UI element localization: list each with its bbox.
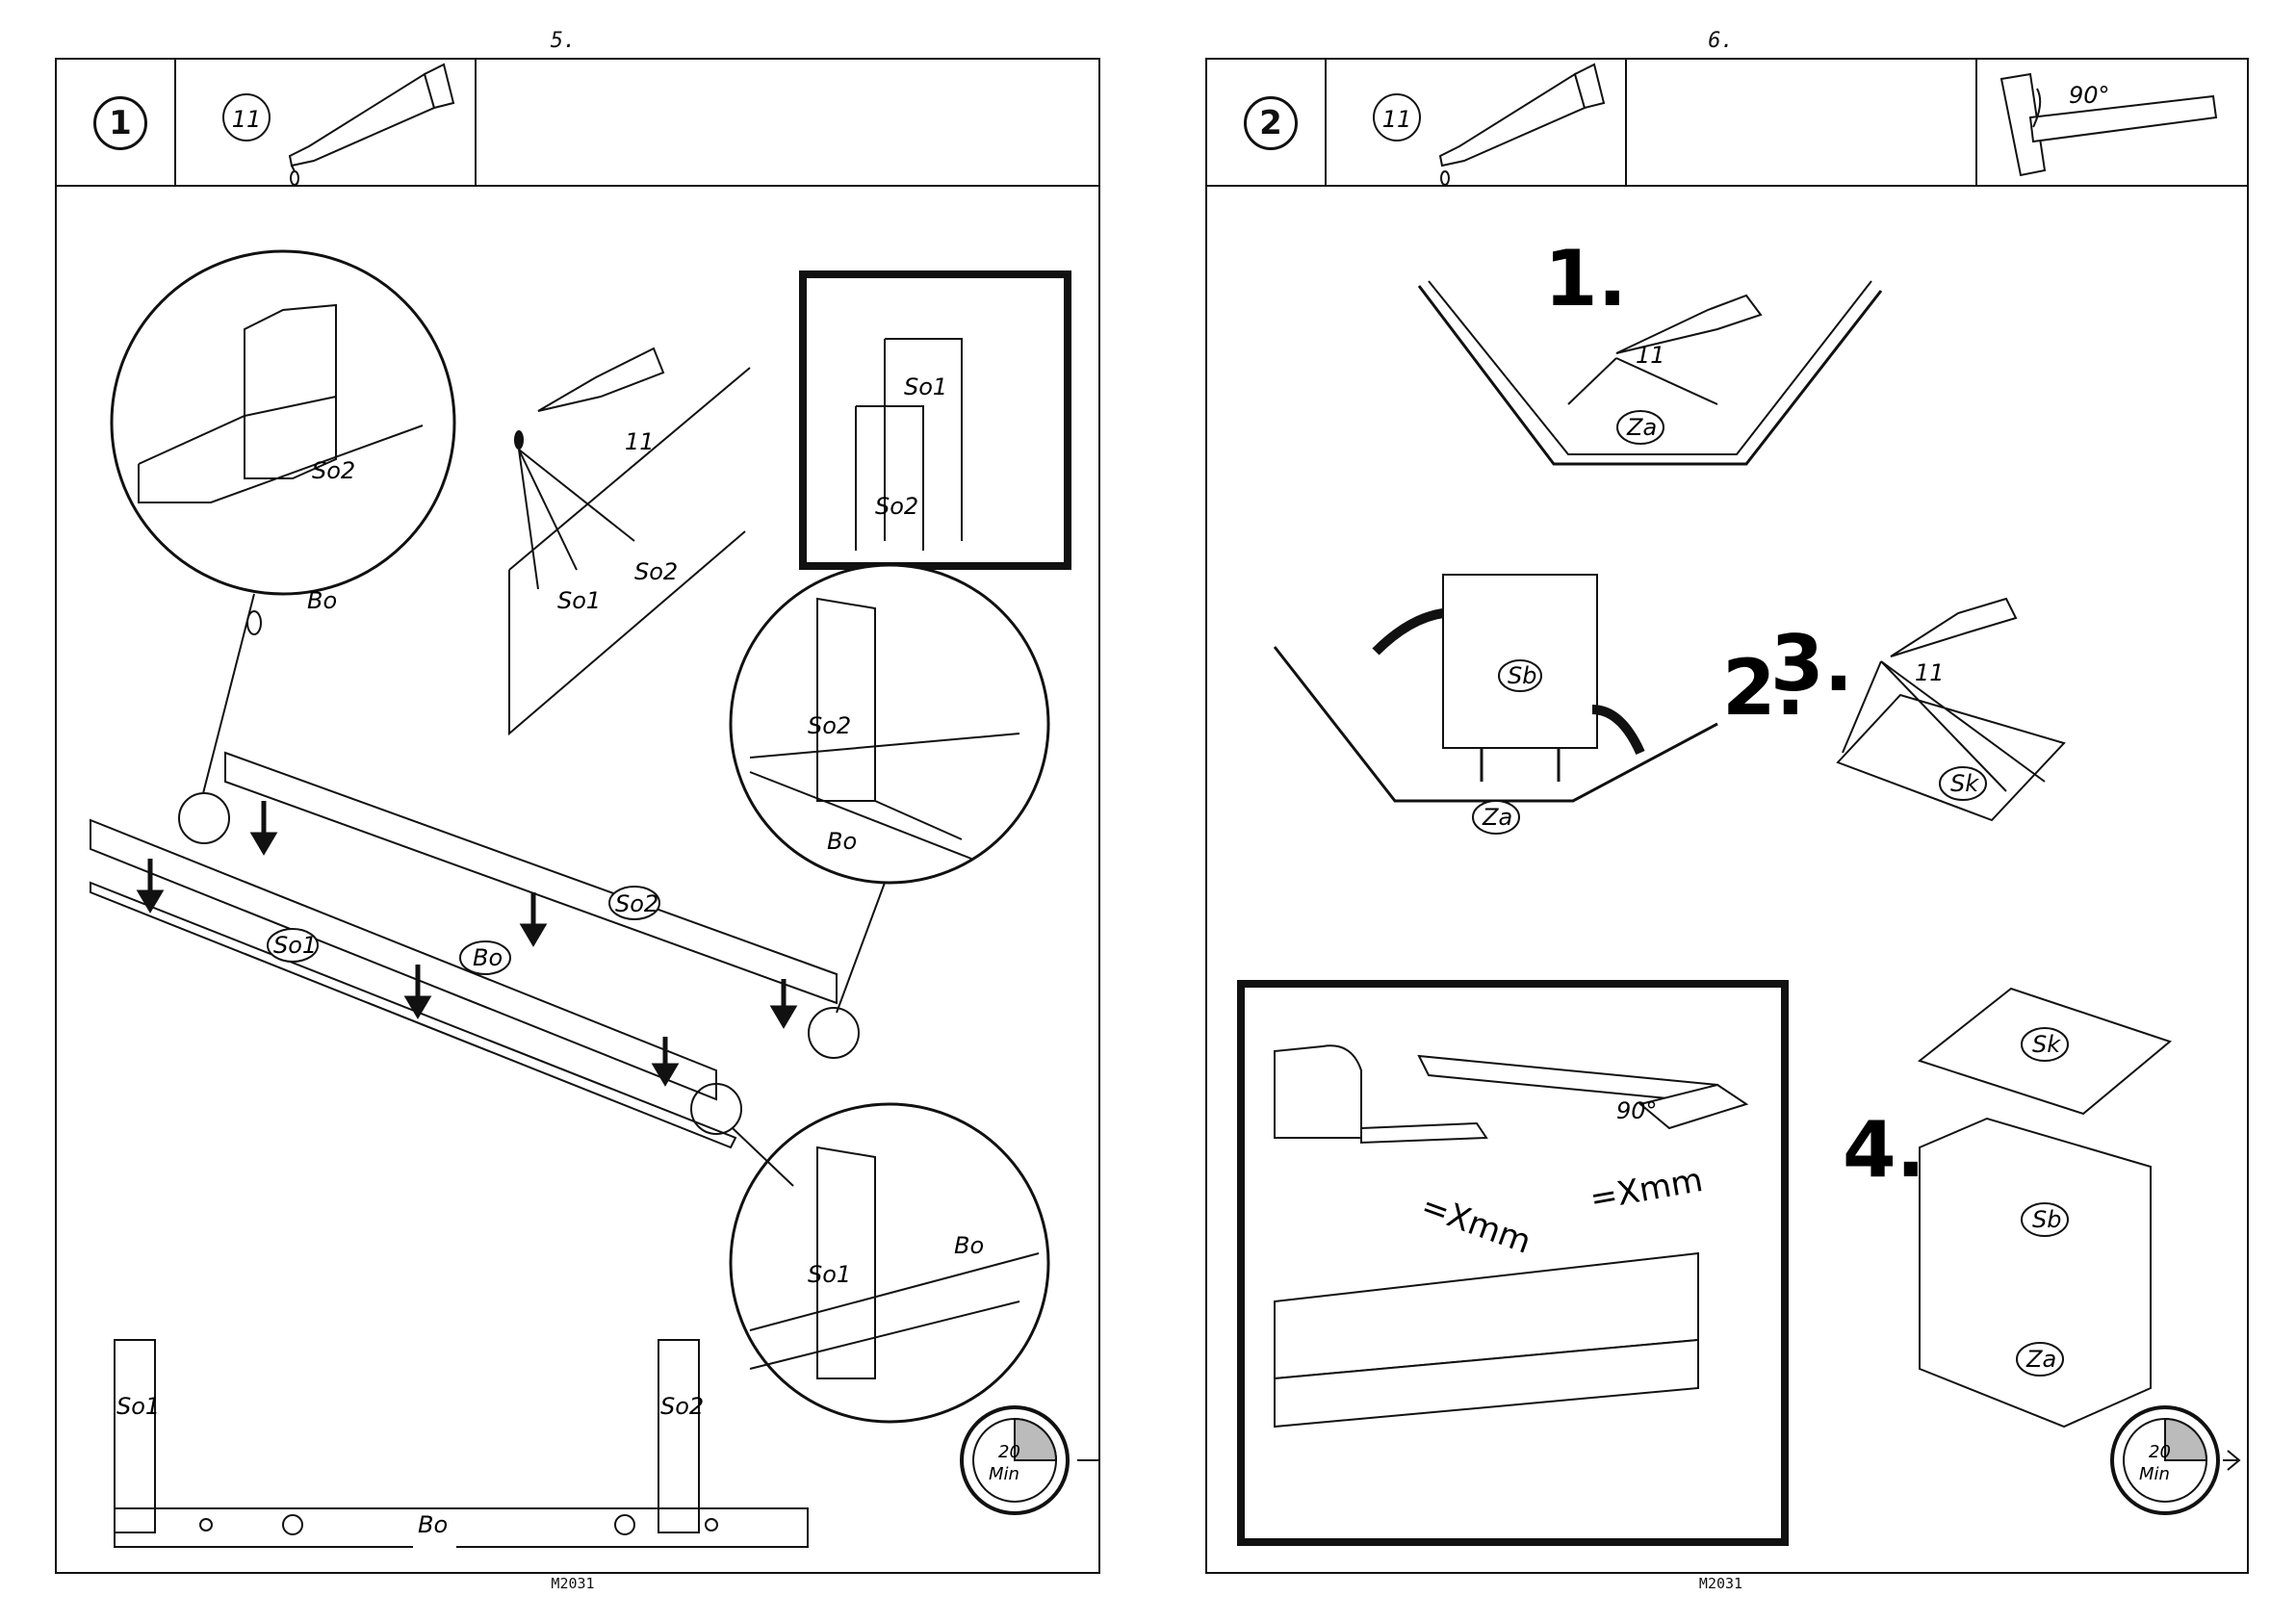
step-cell: 1 bbox=[57, 60, 176, 185]
label-so2-frame: So2 bbox=[875, 493, 918, 520]
step-cell: 2 bbox=[1207, 60, 1327, 185]
page-number: 5. bbox=[0, 29, 1126, 53]
detail-circle-1: So2 Bo bbox=[112, 251, 454, 801]
sub-step-4: 4. Sk Sb Za bbox=[1843, 989, 2170, 1427]
assembly-drawing: 1. Za 11 2. Sb Za bbox=[1207, 185, 2247, 1572]
label-so1-circle: So1 bbox=[808, 1261, 851, 1288]
square-cell: 90° bbox=[1975, 60, 2249, 185]
timer-icon: 20 Min bbox=[2112, 1407, 2239, 1513]
label-so1-frame: So1 bbox=[904, 373, 947, 400]
label-so1-main: So1 bbox=[273, 932, 317, 959]
main-assembly: So2 So1 Bo bbox=[90, 753, 859, 1147]
sub-step-label-4: 4. bbox=[1843, 1105, 1925, 1195]
panel-header: 1 11 bbox=[57, 60, 1098, 187]
part-number: 11 bbox=[232, 106, 262, 133]
model-code: M2031 bbox=[1146, 1575, 2296, 1594]
profile-view: So1 So2 Bo bbox=[115, 1340, 808, 1547]
label-so1-glue: So1 bbox=[557, 587, 601, 614]
timer-unit: Min bbox=[989, 1464, 1019, 1484]
glue-application-view: 11 So2 So1 bbox=[509, 348, 750, 734]
glue-cell: 11 bbox=[174, 60, 477, 185]
label-so2-glue: So2 bbox=[634, 558, 678, 585]
sub-step-label-3: 3. bbox=[1770, 619, 1853, 708]
sub-step-3: 3. Sk 11 bbox=[1770, 599, 2064, 820]
detail-circle-3: So1 Bo bbox=[731, 1104, 1048, 1422]
timer-value: 20 bbox=[998, 1442, 1020, 1462]
assembly-drawing: So2 Bo 11 So2 So1 bbox=[57, 185, 1098, 1572]
left-page: 5. 1 11 bbox=[0, 0, 1146, 1622]
label-sb-4: Sb bbox=[2032, 1206, 2061, 1233]
glue-tube-icon: 11 bbox=[1325, 60, 1625, 185]
label-za-2: Za bbox=[1482, 804, 1512, 831]
detail-circle-2: So2 Bo bbox=[731, 565, 1048, 1013]
label-so1-profile: So1 bbox=[116, 1393, 160, 1420]
framed-detail: So1 So2 bbox=[803, 274, 1068, 566]
sub-step-2: 2. Sb Za bbox=[1275, 575, 1805, 834]
part-number-11: 11 bbox=[1636, 342, 1665, 369]
measure-frame: 90° =Xmm =Xmm bbox=[1241, 984, 1785, 1542]
step-number: 1 bbox=[93, 96, 147, 150]
model-code: M2031 bbox=[0, 1575, 1146, 1594]
part-number: 11 bbox=[1382, 106, 1412, 133]
label-za-4: Za bbox=[2025, 1346, 2056, 1373]
sub-step-1: 1. Za 11 bbox=[1419, 234, 1881, 464]
label-so2-main: So2 bbox=[615, 890, 658, 917]
panel-header: 2 11 90° bbox=[1207, 60, 2247, 187]
part-number-11-b: 11 bbox=[1915, 659, 1945, 686]
label-so2-profile: So2 bbox=[660, 1393, 704, 1420]
label-so2-detail: So2 bbox=[312, 457, 355, 484]
square-angle-frame: 90° bbox=[1616, 1097, 1658, 1124]
label-sk-4: Sk bbox=[2032, 1031, 2061, 1058]
timer-value: 20 bbox=[2149, 1442, 2171, 1462]
label-sb: Sb bbox=[1508, 662, 1536, 689]
label-sk: Sk bbox=[1950, 770, 1979, 797]
glue-cell: 11 bbox=[1325, 60, 1627, 185]
label-za-1: Za bbox=[1626, 414, 1657, 441]
try-square-icon: 90° bbox=[1977, 60, 2249, 185]
label-bo-circle-3: Bo bbox=[954, 1232, 984, 1259]
instruction-panel: 2 11 90° bbox=[1205, 58, 2249, 1574]
label-bo-main: Bo bbox=[473, 944, 503, 971]
label-bo-detail: Bo bbox=[307, 587, 337, 614]
glue-tube-icon: 11 bbox=[174, 60, 475, 185]
timer-icon: 20 Min bbox=[962, 1407, 1098, 1513]
label-so2-circle: So2 bbox=[808, 712, 851, 739]
square-angle: 90° bbox=[2069, 82, 2110, 109]
sub-step-label-1: 1. bbox=[1544, 234, 1627, 323]
label-bo-circle: Bo bbox=[827, 828, 857, 855]
right-page: 6. 2 11 90° bbox=[1146, 0, 2296, 1622]
label-bo-profile: Bo bbox=[418, 1511, 448, 1538]
step-number: 2 bbox=[1244, 96, 1298, 150]
empty-cell bbox=[1625, 60, 1977, 185]
timer-unit: Min bbox=[2139, 1464, 2170, 1484]
instruction-panel: 1 11 So2 Bo bbox=[55, 58, 1100, 1574]
page-number: 6. bbox=[1146, 29, 2296, 53]
